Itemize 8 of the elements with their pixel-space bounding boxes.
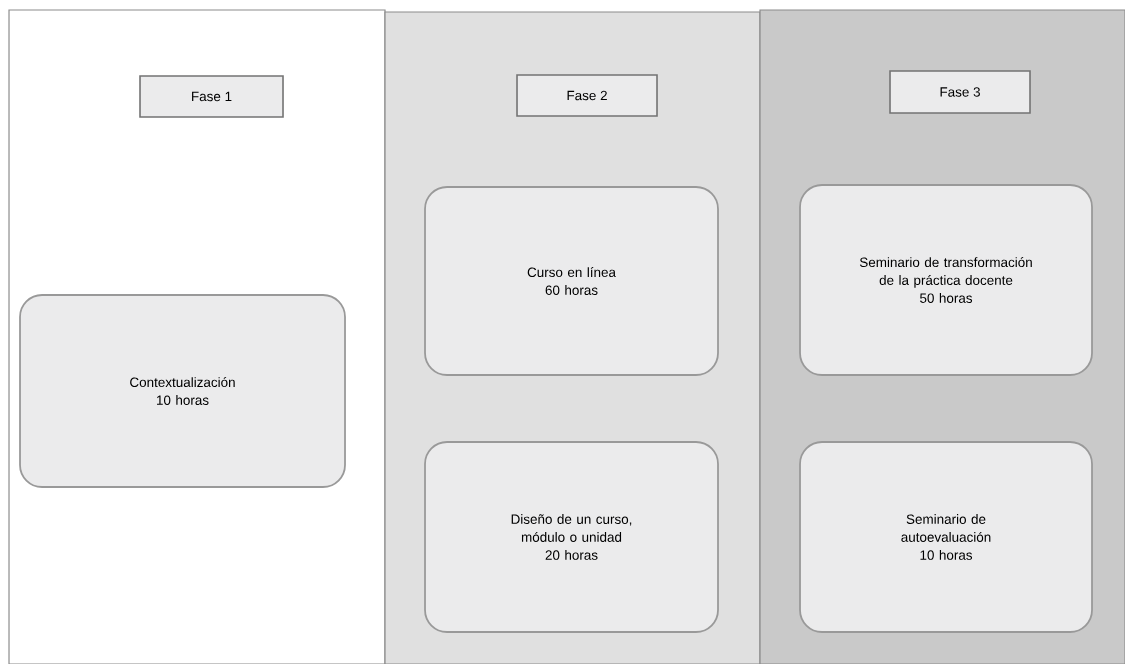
activity-box: Curso en línea 60 horas	[424, 186, 719, 376]
activity-box: Seminario de transformación de la práctica docente 50 horas	[799, 184, 1093, 376]
phase-label: Fase 2	[516, 74, 658, 117]
activity-box: Seminario de autoevaluación 10 horas	[799, 441, 1093, 633]
phase-label: Fase 1	[139, 75, 284, 118]
activity-box: Diseño de un curso, módulo o unidad 20 horas	[424, 441, 719, 633]
phase-label: Fase 3	[889, 70, 1031, 114]
activity-box: Contextualización 10 horas	[19, 294, 346, 488]
